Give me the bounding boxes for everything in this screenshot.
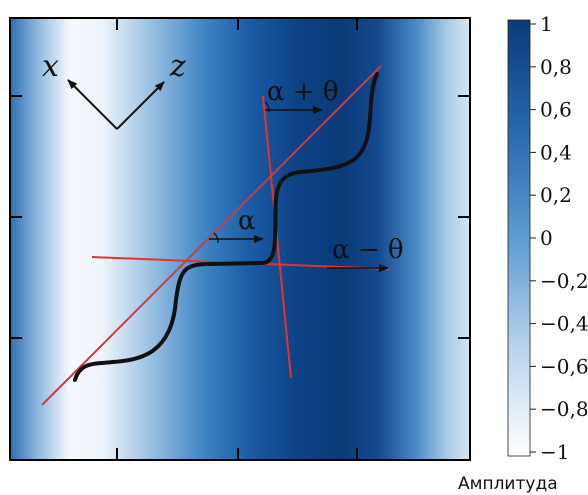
colorbar-tick-label: 0,6 bbox=[540, 98, 572, 122]
colorbar-tick-label: 0,4 bbox=[540, 140, 572, 164]
colorbar-tick-label: 0,2 bbox=[540, 183, 572, 207]
coordinate-axes bbox=[67, 79, 165, 130]
frame-ticks bbox=[10, 18, 470, 460]
colorbar-gradient bbox=[507, 19, 531, 457]
colorbar-tick-label: −0,8 bbox=[540, 397, 588, 421]
colorbar: 1 0,8 0,6 0,4 0,2 0 −0,2 −0,4 −0,6 −0,8 −1 Амплиту… bbox=[458, 12, 588, 494]
alpha-plus-theta-label: α + θ bbox=[267, 77, 339, 107]
alpha-plus-theta-arc bbox=[264, 101, 270, 113]
colorbar-title: Амплитуда bbox=[458, 474, 558, 494]
colorbar-tick-label: 1 bbox=[540, 12, 553, 36]
alpha-label: α bbox=[238, 206, 256, 236]
alpha-arc bbox=[213, 232, 219, 244]
colorbar-tick-label: −0,4 bbox=[540, 312, 588, 336]
colorbar-tick-label: −1 bbox=[540, 440, 569, 464]
colorbar-tick-label: 0 bbox=[540, 226, 553, 250]
colorbar-tick-label: −0,2 bbox=[540, 269, 588, 293]
z-axis-label: z bbox=[169, 49, 186, 84]
colorbar-tick-label: −0,6 bbox=[540, 354, 588, 378]
colorbar-ticks: 1 0,8 0,6 0,4 0,2 0 −0,2 −0,4 −0,6 −0,8 −1 bbox=[530, 12, 588, 464]
transition-curve bbox=[73, 72, 379, 382]
steep-line bbox=[262, 95, 292, 379]
alpha-minus-theta-label: α − θ bbox=[332, 235, 404, 265]
plot-frame bbox=[9, 17, 471, 461]
x-axis-arrow bbox=[67, 79, 118, 130]
z-axis-arrow bbox=[116, 81, 165, 130]
diagonal-line bbox=[41, 65, 382, 406]
colorbar-tick-label: 0,8 bbox=[540, 55, 572, 79]
x-axis-label: x bbox=[42, 49, 59, 84]
